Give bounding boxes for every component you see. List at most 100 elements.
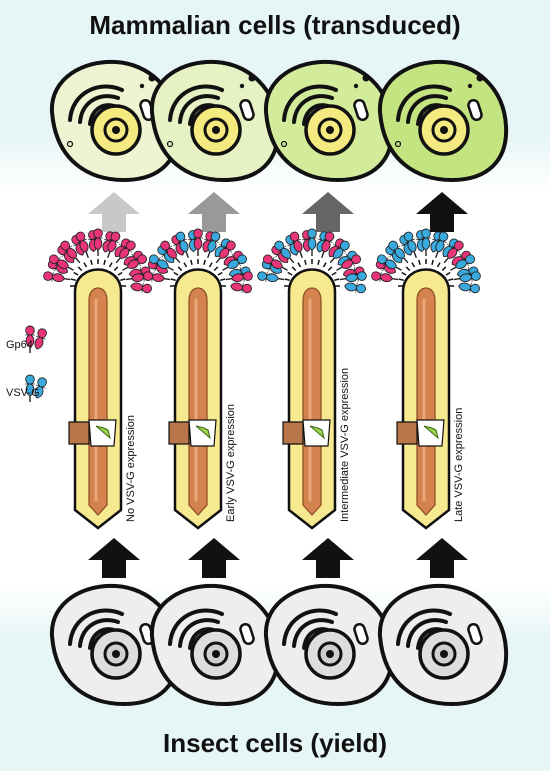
er-arc (168, 84, 224, 122)
mitochondrion (467, 98, 483, 122)
er-arc (282, 608, 338, 646)
glycoprotein-icon (104, 230, 134, 260)
vesicle (66, 140, 74, 148)
er-arc (406, 618, 448, 648)
vesicle (148, 74, 156, 82)
promoter-block (168, 421, 190, 445)
nucleolus (326, 650, 334, 658)
vsvg-icon (24, 374, 49, 402)
insect-cells-title: Insect cells (yield) (163, 728, 387, 758)
nucleolus (326, 126, 334, 134)
envelope-spike (103, 259, 106, 265)
envelope-spike (113, 266, 119, 271)
vsvg-gene-arrow (195, 425, 211, 440)
envelope-spike (213, 266, 219, 271)
glycoprotein-icon (73, 229, 99, 258)
envelope-spike (431, 259, 434, 265)
nucleocapsid (88, 287, 108, 516)
mitochondrion (239, 98, 255, 122)
vesicle (248, 74, 256, 82)
envelope-spike (322, 262, 327, 268)
mammalian-cells-title: Mammalian cells (transduced) (89, 10, 461, 40)
er-arc (396, 84, 452, 122)
mitochondrion (239, 622, 255, 646)
envelope-spike (291, 266, 297, 271)
envelope-spike (287, 271, 293, 276)
glycoprotein-icon (192, 228, 217, 256)
glycoprotein-icon (432, 230, 462, 260)
vesicle (353, 83, 359, 89)
glycoprotein-icon (339, 270, 368, 295)
er-arc (282, 84, 338, 122)
envelope-spike (411, 262, 416, 268)
envelope-spike (331, 271, 337, 276)
glycoprotein-icon (58, 233, 88, 264)
mammalian-cell (377, 59, 509, 183)
glycoprotein-icon (222, 252, 252, 280)
envelope-spike (445, 271, 451, 276)
budded-virion: Late VSV-G expression (370, 228, 482, 530)
er-arc (406, 94, 448, 124)
envelope-spike (220, 278, 226, 282)
expression-label: Early VSV-G expression (225, 404, 237, 522)
envelope-spike (70, 278, 76, 282)
vsvg-gene-arrow (423, 425, 439, 440)
envelope-spike (398, 278, 404, 282)
er-arc (396, 608, 452, 646)
vsvg-legend-label: VSV-G (6, 387, 40, 399)
envelope-spike (217, 271, 223, 276)
envelope-spike (190, 259, 193, 265)
insect-cell (377, 583, 509, 707)
glycoprotein-icon (420, 228, 445, 256)
envelope-spike (304, 259, 307, 265)
vesicle (394, 140, 402, 148)
expression-cassette (88, 419, 117, 447)
nucleolus (212, 126, 220, 134)
envelope-spike (208, 262, 213, 268)
insect-cell (49, 583, 181, 707)
envelope-spike (177, 266, 183, 271)
glycoprotein-icon (204, 230, 234, 260)
yield-arrow (302, 538, 354, 578)
envelope-spike (170, 278, 176, 282)
vsvg-legend-icon (24, 374, 49, 402)
budded-virion: Early VSV-G expression (142, 228, 254, 530)
yield-arrow (188, 538, 240, 578)
envelope-spike (77, 266, 83, 271)
glycoprotein-icon (306, 228, 331, 256)
mitochondrion (353, 622, 369, 646)
glycoprotein-icon (42, 257, 71, 285)
mitochondrion (467, 622, 483, 646)
nucleolus (440, 126, 448, 134)
glycoprotein-icon (453, 270, 482, 295)
glycoprotein-icon (370, 257, 399, 285)
transduction-arrow (188, 192, 240, 232)
er-arc (168, 608, 224, 646)
envelope-spike (73, 271, 79, 276)
vesicle (362, 74, 370, 82)
expression-cassette (302, 419, 331, 447)
glycoprotein-icon (443, 238, 474, 269)
nucleolus (112, 650, 120, 658)
gp64-icon (24, 325, 49, 353)
glycoprotein-icon (375, 242, 406, 273)
vsvg-gene-arrow (95, 425, 111, 440)
glycoprotein-icon (329, 238, 360, 269)
glycoprotein-icon (147, 242, 178, 273)
er-arc (178, 618, 220, 648)
budded-virion: No VSV-G expression (42, 228, 154, 530)
er-arc (292, 94, 334, 124)
envelope-spike (436, 262, 441, 268)
nucleolus (212, 650, 220, 658)
envelope-spike (418, 259, 421, 265)
envelope-spike (327, 266, 333, 271)
mammalian-cell (49, 59, 181, 183)
glycoprotein-icon (115, 238, 146, 269)
transduction-arrow (88, 192, 140, 232)
expression-label: Late VSV-G expression (453, 408, 465, 522)
glycoprotein-icon (256, 257, 285, 285)
envelope-spike (183, 262, 188, 268)
er-arc (68, 608, 124, 646)
nucleolus (440, 650, 448, 658)
envelope-spike (90, 259, 93, 265)
